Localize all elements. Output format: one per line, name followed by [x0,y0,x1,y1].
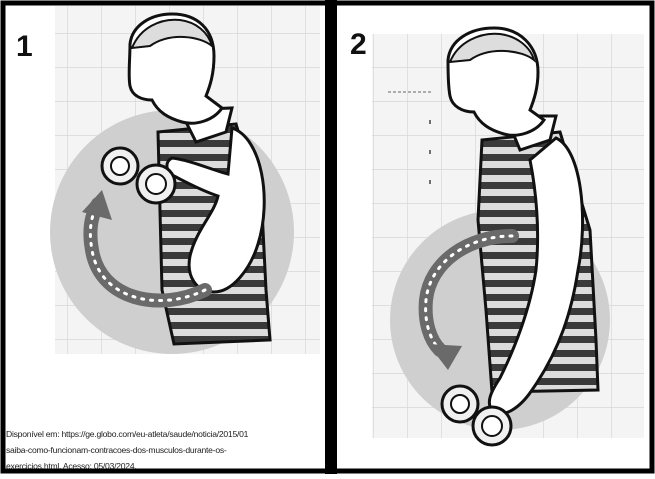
panel-2-label: 2 [350,30,367,60]
panel-1 [50,6,320,354]
panel-2 [372,28,644,445]
caption-line-1: Disponível em: https://ge.globo.com/eu-a… [6,426,328,442]
source-caption: Disponível em: https://ge.globo.com/eu-a… [6,426,328,474]
panel-1-label: 1 [16,32,33,62]
caption-line-3: exercicios.html. Acesso: 05/03/2024. [6,458,328,474]
caption-line-2: saiba-como-funcionam-contracoes-dos-musc… [6,442,328,458]
